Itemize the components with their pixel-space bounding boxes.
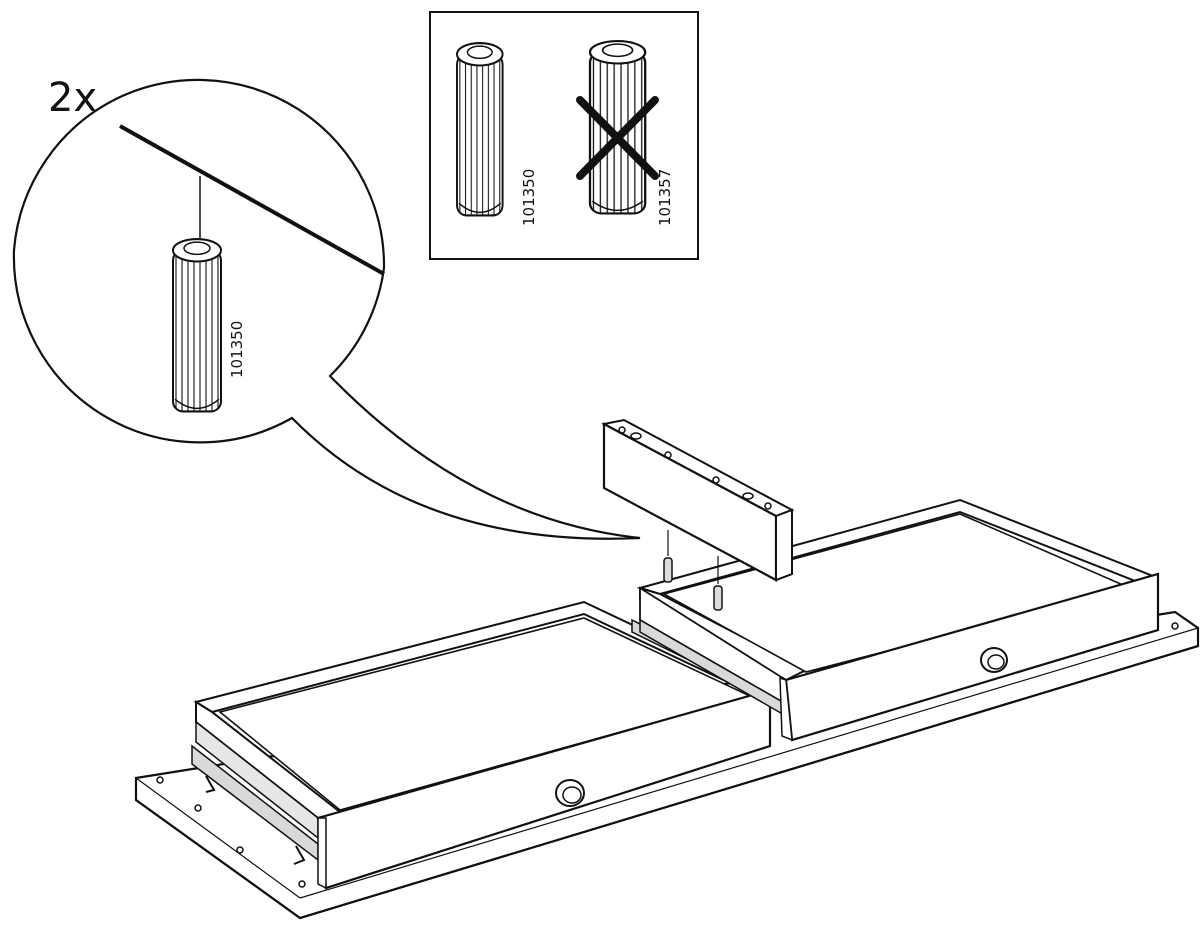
- callout-magnifier: [12, 78, 641, 540]
- callout-panel-edge: [119, 124, 385, 276]
- inserted-dowels: [663, 530, 723, 611]
- knob-icon: [555, 779, 585, 807]
- right-drawer: [636, 498, 1160, 742]
- cross-icon: [576, 96, 659, 180]
- callout-dowel-icon: [171, 238, 223, 413]
- quantity-label: 2x: [48, 75, 98, 121]
- knob-icon: [980, 647, 1008, 673]
- back-board-panel: [601, 418, 795, 582]
- correct-part-number: 101350: [520, 168, 538, 226]
- dowel-101350-icon: [455, 42, 504, 217]
- dowel-101357-icon: [588, 39, 647, 215]
- wrong-part-number: 101357: [656, 168, 674, 226]
- callout-part-number: 101350: [228, 320, 246, 378]
- comparison-box: [429, 11, 699, 260]
